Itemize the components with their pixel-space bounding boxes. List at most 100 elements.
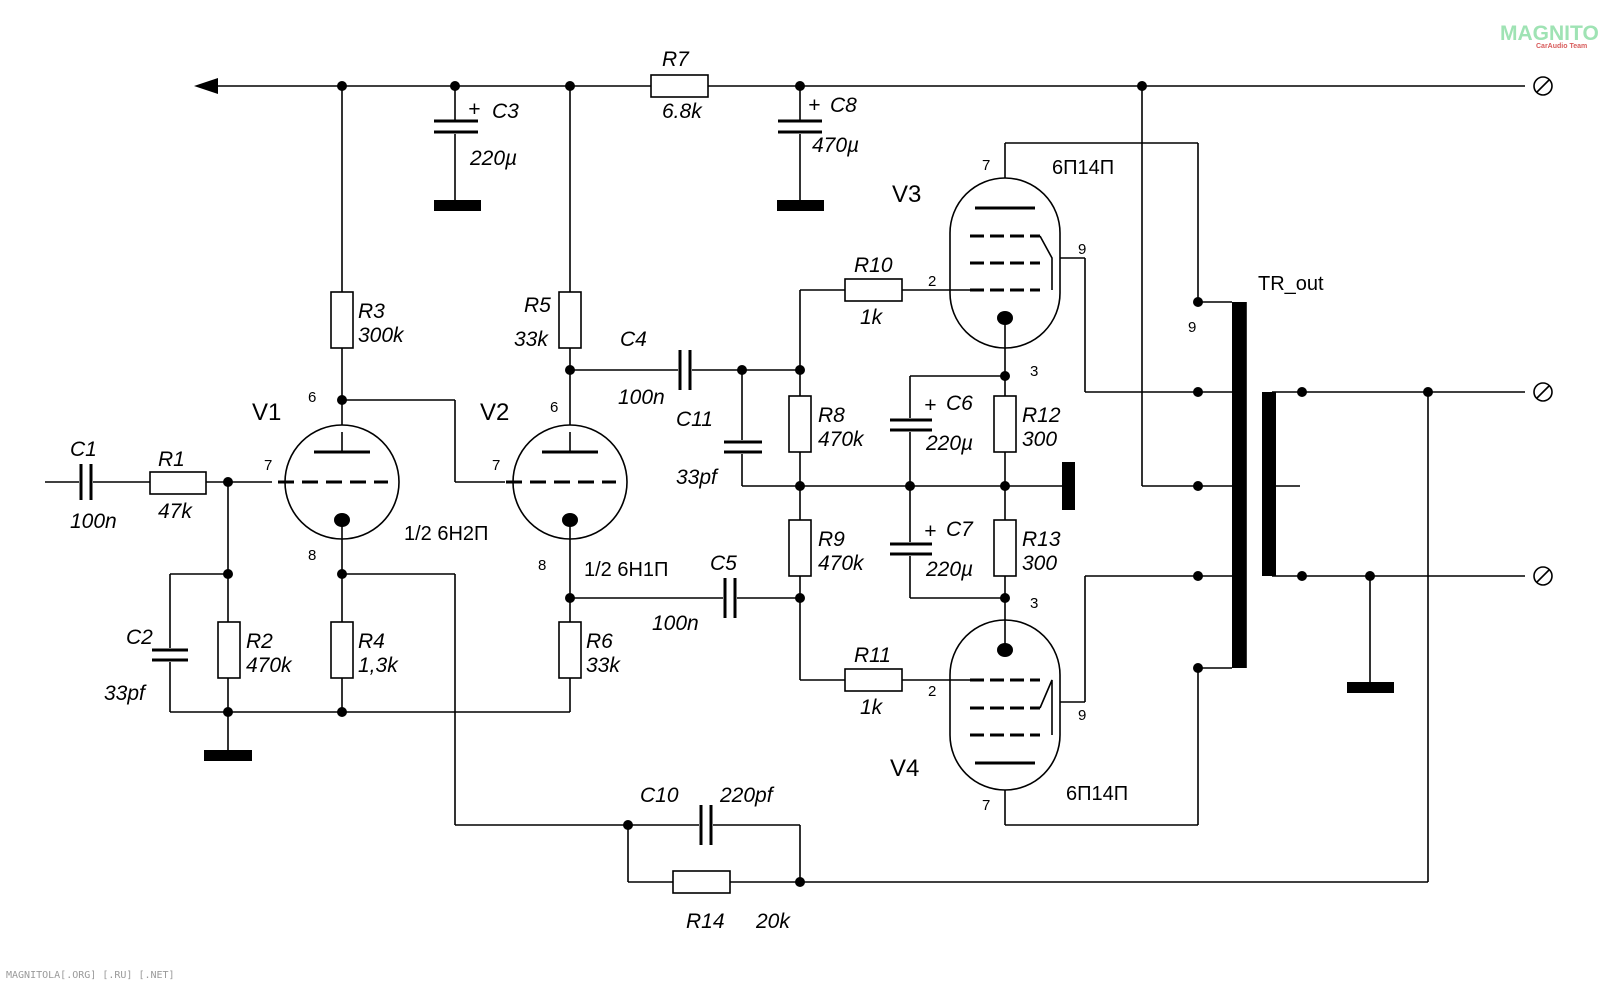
- terminal-output-2[interactable]: [1533, 566, 1553, 586]
- pin-v2-6: 6: [550, 399, 558, 416]
- label-r8-value: 470k: [818, 428, 865, 451]
- terminal-output-1[interactable]: [1533, 382, 1553, 402]
- pin-v1-7: 7: [264, 457, 272, 474]
- label-r12-ref: R12: [1022, 404, 1061, 427]
- label-r12-value: 300: [1022, 428, 1057, 451]
- label-c1-value: 100n: [70, 510, 117, 533]
- label-r5-ref: R5: [524, 294, 551, 317]
- label-c3-value: 220µ: [469, 147, 517, 170]
- resistor-r4: [330, 621, 354, 679]
- label-v2-type: 1/2 6Н1П: [584, 559, 668, 581]
- label-r11-value: 1k: [860, 696, 884, 719]
- pin-v4-9: 9: [1078, 707, 1086, 724]
- pin-v1-8: 8: [308, 547, 316, 564]
- label-c11-ref: C11: [676, 408, 713, 431]
- label-r13-value: 300: [1022, 552, 1057, 575]
- resistor-r14: [672, 870, 731, 894]
- label-c4-ref: C4: [620, 328, 647, 351]
- label-v4-type: 6П14П: [1066, 783, 1128, 805]
- tube-v4: [945, 619, 1061, 791]
- capacitor-c2: [152, 648, 188, 662]
- capacitor-c10: [699, 805, 713, 845]
- resistor-r1: [149, 471, 207, 495]
- pin-v4-2: 2: [928, 683, 936, 700]
- label-v3: V3: [892, 181, 921, 208]
- ground-c8: [777, 200, 824, 211]
- pin-v3-9: 9: [1078, 241, 1086, 258]
- label-c8-ref: C8: [830, 94, 857, 117]
- label-r2-value: 470k: [246, 654, 293, 677]
- label-c7-ref: C7: [946, 518, 974, 541]
- label-c2-ref: C2: [126, 626, 153, 649]
- label-r6-value: 33k: [586, 654, 621, 677]
- junction-dots: [223, 81, 1433, 887]
- ground-bias: [1062, 462, 1075, 510]
- resistor-r13: [993, 519, 1017, 577]
- pin-v2-8: 8: [538, 557, 546, 574]
- label-c7-value: 220µ: [925, 558, 973, 581]
- label-c5-ref: C5: [710, 552, 737, 575]
- resistor-r11: [844, 668, 903, 692]
- capacitor-c3: [434, 119, 478, 134]
- label-r1-value: 47k: [158, 500, 193, 523]
- resistor-r7: [650, 74, 709, 98]
- label-r2-ref: R2: [246, 630, 273, 653]
- label-v2: V2: [480, 399, 509, 426]
- pin-v3-3: 3: [1030, 363, 1038, 380]
- label-r7-ref: R7: [662, 48, 690, 71]
- resistor-r9: [788, 519, 812, 577]
- ground-output: [1347, 682, 1394, 693]
- label-r4-value: 1,3k: [358, 654, 399, 677]
- pin-tr-9: 9: [1188, 319, 1196, 336]
- label-c10-value: 220pf: [719, 784, 775, 807]
- logo-subtitle: CarAudio Team: [1536, 43, 1587, 50]
- label-r14-value: 20k: [755, 910, 791, 933]
- label-r11-ref: R11: [854, 644, 891, 667]
- label-r7-value: 6.8k: [662, 100, 703, 123]
- resistor-r5: [558, 291, 582, 349]
- label-r13-ref: R13: [1022, 528, 1061, 551]
- resistor-r10: [844, 278, 903, 302]
- label-c3-plus: +: [468, 98, 480, 121]
- terminal-supply[interactable]: [1533, 76, 1553, 96]
- label-v4: V4: [890, 755, 919, 782]
- label-r8-ref: R8: [818, 404, 845, 427]
- label-r5-value: 33k: [514, 328, 549, 351]
- label-r9-value: 470k: [818, 552, 865, 575]
- label-v1: V1: [252, 399, 281, 426]
- capacitor-c11: [724, 440, 762, 454]
- label-r10-value: 1k: [860, 306, 884, 329]
- label-r14-ref: R14: [686, 910, 725, 933]
- pin-v3-2: 2: [928, 273, 936, 290]
- resistor-r2: [217, 621, 241, 679]
- resistor-r6: [558, 621, 582, 679]
- label-tr-out: TR_out: [1258, 273, 1324, 295]
- logo-watermark: MAGNITOLA: [1500, 22, 1600, 45]
- label-c8-plus: +: [808, 94, 820, 117]
- tube-v2: [506, 424, 628, 540]
- label-r3-ref: R3: [358, 300, 385, 323]
- capacitor-c7: [890, 542, 932, 556]
- supply-arrow: [194, 78, 218, 94]
- tube-v1: [278, 424, 400, 540]
- label-c2-value: 33pf: [104, 682, 147, 705]
- label-r9-ref: R9: [818, 528, 845, 551]
- output-transformer: [1232, 302, 1276, 668]
- label-c5-value: 100n: [652, 612, 699, 635]
- label-c1-ref: C1: [70, 438, 97, 461]
- ground-input: [204, 750, 252, 761]
- capacitor-c8: [778, 119, 822, 134]
- pin-v4-3: 3: [1030, 595, 1038, 612]
- label-c10-ref: C10: [640, 784, 679, 807]
- capacitor-c1: [79, 464, 93, 500]
- resistor-r3: [330, 291, 354, 349]
- label-r3-value: 300k: [358, 324, 405, 347]
- pin-v3-7: 7: [982, 157, 990, 174]
- footer-watermark: MAGNITOLA[.ORG] [.RU] [.NET]: [6, 970, 175, 981]
- label-c6-plus: +: [924, 394, 936, 417]
- pin-v2-7: 7: [492, 457, 500, 474]
- capacitor-c4: [678, 350, 692, 390]
- label-c8-value: 470µ: [812, 134, 859, 157]
- resistor-r8: [788, 395, 812, 453]
